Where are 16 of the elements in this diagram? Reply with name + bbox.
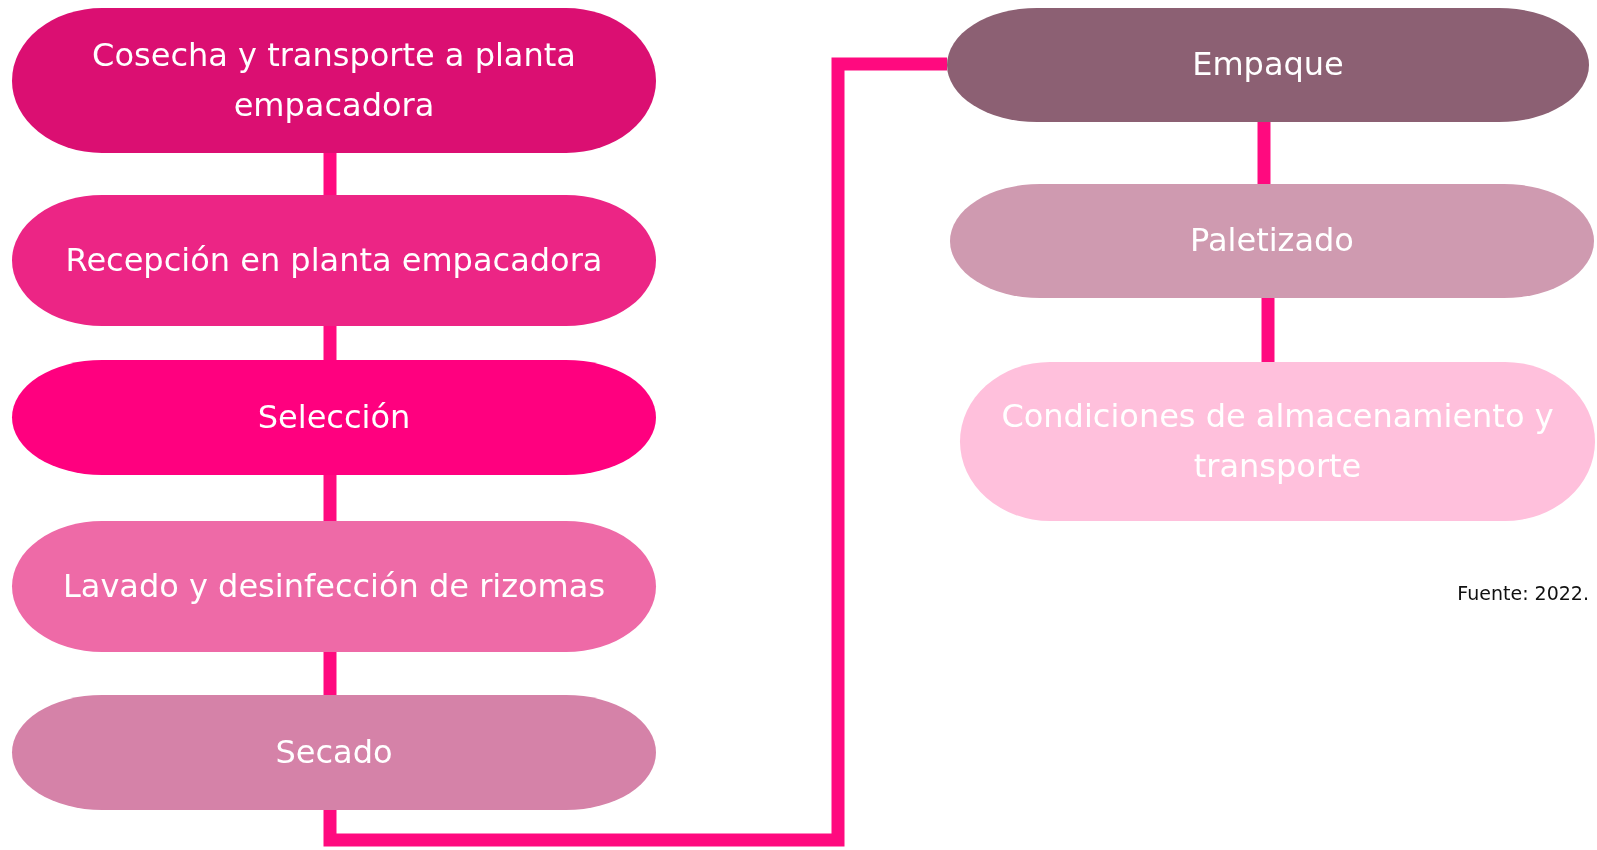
- process-pill: Recepción en planta empacadora: [12, 195, 656, 326]
- connector-line: [1261, 298, 1275, 362]
- connector-line: [323, 153, 337, 195]
- process-pill: Paletizado: [950, 184, 1594, 298]
- source-note: Fuente: 2022.: [1457, 582, 1589, 604]
- process-pill: Lavado y desinfección de rizomas: [12, 521, 656, 652]
- connector-line: [323, 652, 337, 695]
- process-pill: Condiciones de almacenamiento y transporte: [960, 362, 1595, 521]
- process-pill: Secado: [12, 695, 656, 810]
- process-pill: Cosecha y transporte a planta empacadora: [12, 8, 656, 153]
- connector-line: [323, 475, 337, 521]
- connector-line: [1257, 122, 1271, 184]
- process-pill: Empaque: [947, 8, 1589, 122]
- connector-line: [323, 326, 337, 360]
- connector-line: [323, 57, 947, 847]
- process-pill: Selección: [12, 360, 656, 475]
